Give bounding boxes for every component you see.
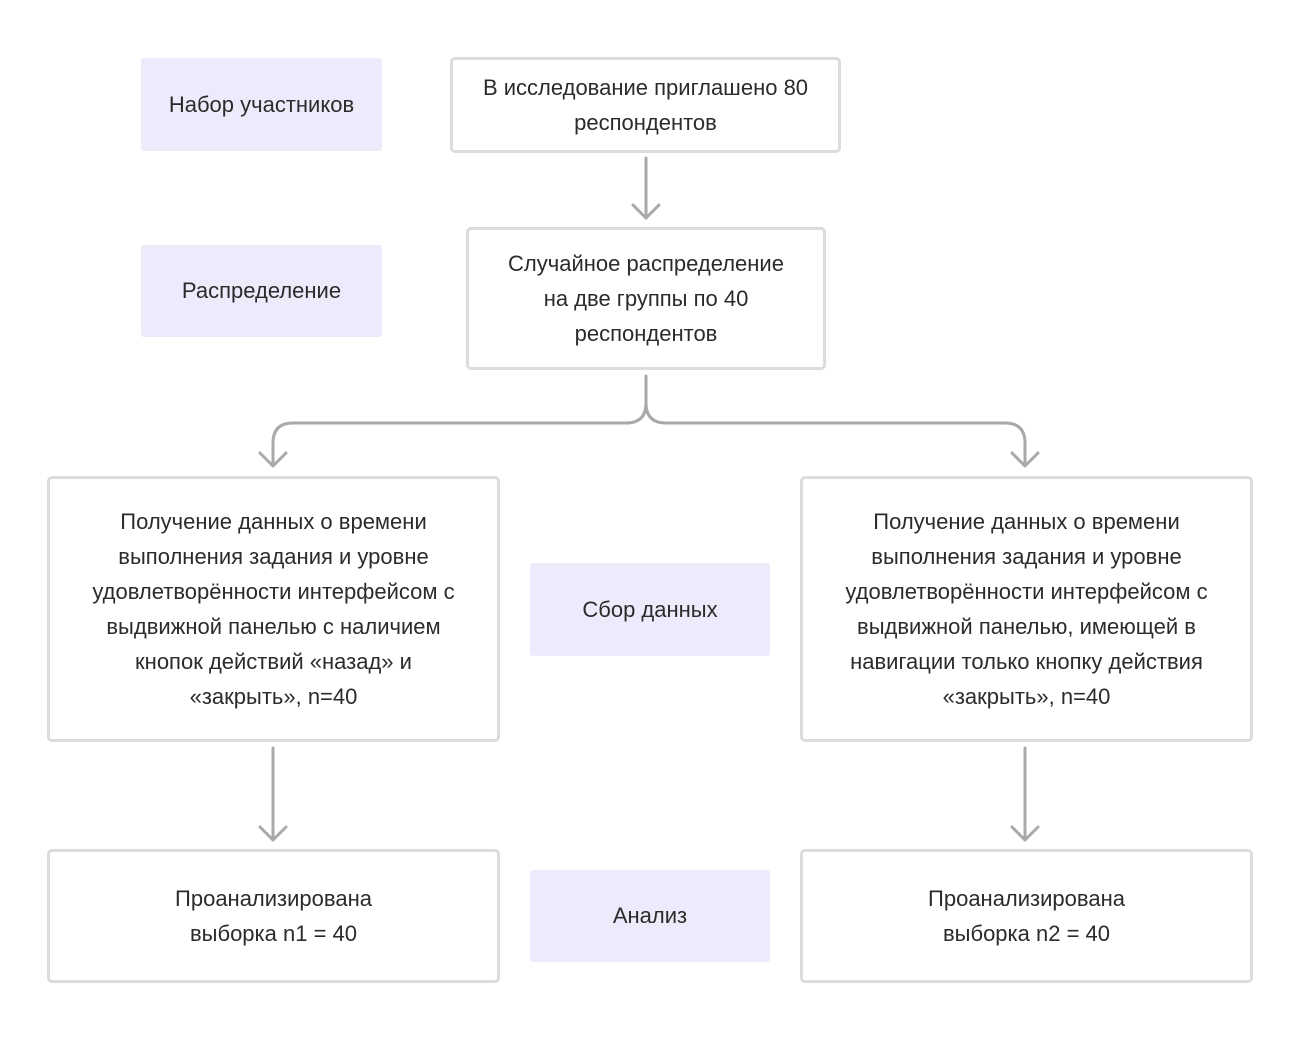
arrowhead-right-group-to-analysis: [1010, 825, 1040, 842]
stage-label-data-collection: Сбор данных: [530, 563, 770, 656]
box-group-back-and-close-text: Получение данных о времени выполнения за…: [92, 509, 455, 709]
stage-label-recruitment-text: Набор участников: [168, 91, 355, 117]
arrowhead-left-group-to-analysis: [258, 825, 288, 842]
stage-label-recruitment: Набор участников: [141, 58, 382, 151]
stage-label-allocation: Распределение: [141, 245, 382, 337]
stage-label-analysis: Анализ: [530, 870, 770, 962]
box-analysis-n2-text: Проанализирована выборка n2 = 40: [928, 886, 1125, 946]
box-invited-respondents: В исследование приглашено 80 респонденто…: [450, 57, 841, 153]
box-invited-respondents-text: В исследование приглашено 80 респонденто…: [482, 75, 809, 135]
stage-label-analysis-text: Анализ: [612, 903, 688, 928]
arrowhead-random-to-right-group: [1010, 451, 1040, 468]
box-random-allocation: Случайное распределение на две группы по…: [466, 227, 826, 370]
arrowhead-invited-to-random: [631, 203, 661, 220]
box-analysis-n2: Проанализирована выборка n2 = 40: [800, 849, 1253, 983]
box-group-close-only: Получение данных о времени выполнения за…: [800, 476, 1253, 742]
stage-label-allocation-text: Распределение: [181, 278, 342, 303]
arrow-random-to-right-group: [644, 401, 1027, 468]
box-random-allocation-text: Случайное распределение на две группы по…: [508, 251, 784, 346]
box-analysis-n1: Проанализирована выборка n1 = 40: [47, 849, 500, 983]
box-group-close-only-text: Получение данных о времени выполнения за…: [845, 509, 1208, 709]
arrowhead-random-to-left-group: [258, 451, 288, 468]
box-analysis-n1-text: Проанализирована выборка n1 = 40: [175, 886, 372, 946]
arrow-random-to-left-group: [271, 374, 648, 468]
stage-label-data-collection-text: Сбор данных: [582, 596, 718, 622]
box-group-back-and-close: Получение данных о времени выполнения за…: [47, 476, 500, 742]
